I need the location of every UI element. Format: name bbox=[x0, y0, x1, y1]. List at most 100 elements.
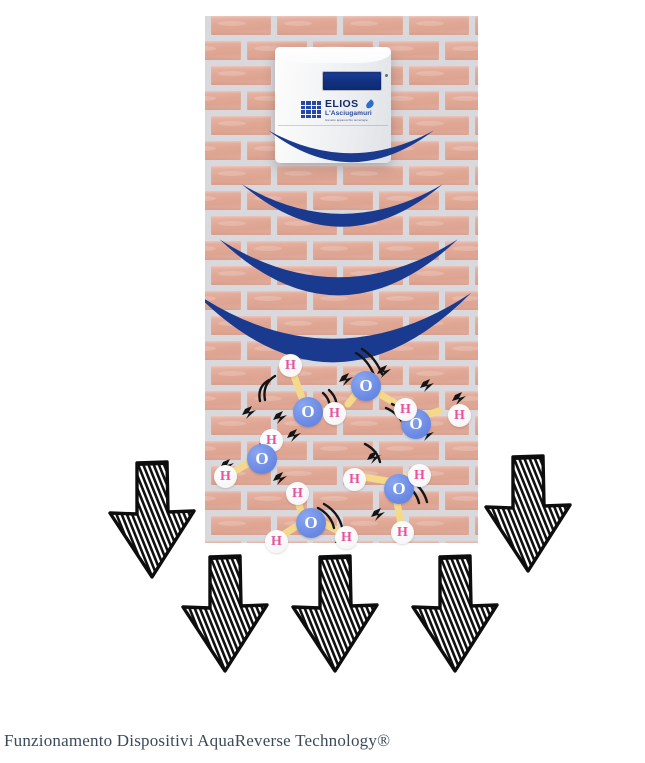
brick bbox=[313, 241, 373, 260]
brick bbox=[475, 166, 478, 185]
hydrogen-atom: H bbox=[214, 465, 237, 488]
brick bbox=[445, 91, 478, 110]
figure-caption: Funzionamento Dispositivi AquaReverse Te… bbox=[4, 731, 391, 750]
brick bbox=[475, 266, 478, 285]
hydrogen-atom: H bbox=[279, 354, 302, 377]
brick bbox=[205, 41, 241, 60]
brick bbox=[247, 241, 307, 260]
brick bbox=[211, 66, 271, 85]
brick bbox=[475, 416, 478, 435]
brick bbox=[379, 91, 439, 110]
brick bbox=[205, 141, 241, 160]
wave-arc-2 bbox=[241, 184, 443, 227]
wave-emission-group bbox=[205, 130, 472, 363]
brick bbox=[379, 41, 439, 60]
hydrogen-atom: H bbox=[265, 530, 288, 553]
brick bbox=[247, 291, 307, 310]
brick bbox=[277, 466, 337, 485]
wave-arc-3 bbox=[219, 239, 458, 296]
brick bbox=[205, 91, 241, 110]
wave-arc-4 bbox=[205, 292, 472, 363]
device-seam-line bbox=[278, 125, 388, 126]
brick bbox=[409, 66, 469, 85]
brick bbox=[475, 516, 478, 535]
down-arrow bbox=[108, 460, 196, 579]
brick bbox=[475, 366, 478, 385]
brick bbox=[247, 391, 307, 410]
down-arrow bbox=[181, 554, 269, 673]
brick bbox=[205, 191, 241, 210]
brick bbox=[445, 541, 478, 543]
logo-tagline: brevetto apparecchio tecnologia bbox=[325, 118, 368, 122]
brick bbox=[277, 16, 337, 35]
brick bbox=[343, 166, 403, 185]
hydrogen-atom: H bbox=[335, 526, 358, 549]
brick bbox=[409, 166, 469, 185]
brick bbox=[409, 366, 469, 385]
hydrogen-atom: H bbox=[408, 464, 431, 487]
brick bbox=[409, 266, 469, 285]
brick bbox=[205, 541, 241, 543]
brick bbox=[409, 216, 469, 235]
device-top-bezel bbox=[275, 47, 391, 63]
brick bbox=[475, 466, 478, 485]
brick bbox=[313, 191, 373, 210]
hydrogen-atom: H bbox=[391, 521, 414, 544]
brick bbox=[211, 416, 271, 435]
brick bbox=[445, 41, 478, 60]
logo-subtitle: L'Asciugamuri bbox=[325, 110, 372, 117]
brick bbox=[445, 491, 478, 510]
down-arrow bbox=[291, 554, 379, 673]
device-led-indicator bbox=[385, 74, 388, 77]
hydrogen-atom: H bbox=[343, 468, 366, 491]
oxygen-atom: O bbox=[293, 397, 323, 427]
brick bbox=[205, 391, 241, 410]
brick bbox=[379, 541, 439, 543]
oxygen-atom: O bbox=[351, 371, 381, 401]
brick-logo-icon bbox=[301, 101, 321, 118]
brick bbox=[343, 316, 403, 335]
brick bbox=[379, 241, 439, 260]
brick bbox=[205, 491, 241, 510]
oxygen-atom: O bbox=[247, 444, 277, 474]
brick bbox=[445, 141, 478, 160]
elios-logo: ELIOS L'Asciugamuri brevetto apparecchio… bbox=[301, 99, 377, 125]
brick bbox=[277, 316, 337, 335]
brick bbox=[313, 441, 373, 460]
brick bbox=[475, 216, 478, 235]
hydrogen-atom: H bbox=[394, 398, 417, 421]
hydrogen-atom: H bbox=[286, 482, 309, 505]
brick bbox=[313, 291, 373, 310]
brick bbox=[211, 516, 271, 535]
brick bbox=[475, 316, 478, 335]
brick bbox=[277, 166, 337, 185]
brick bbox=[343, 516, 403, 535]
brick bbox=[445, 441, 478, 460]
brick bbox=[445, 241, 478, 260]
brick bbox=[205, 341, 241, 360]
brick bbox=[475, 116, 478, 135]
brick bbox=[205, 441, 241, 460]
brick bbox=[379, 441, 439, 460]
brick bbox=[445, 341, 478, 360]
brick bbox=[211, 16, 271, 35]
device-display-screen bbox=[322, 71, 382, 91]
brick bbox=[211, 266, 271, 285]
brick bbox=[343, 416, 403, 435]
down-arrow bbox=[411, 554, 499, 673]
brick bbox=[409, 116, 469, 135]
hydrogen-atom: H bbox=[448, 404, 471, 427]
brick bbox=[211, 116, 271, 135]
brick bbox=[445, 191, 478, 210]
hydrogen-atom: H bbox=[323, 402, 346, 425]
wave-arcs bbox=[205, 130, 472, 363]
brick bbox=[379, 291, 439, 310]
brick bbox=[409, 516, 469, 535]
logo-text-block: ELIOS L'Asciugamuri brevetto apparecchio… bbox=[325, 99, 377, 123]
brick bbox=[205, 241, 241, 260]
down-arrow bbox=[484, 454, 572, 573]
brick bbox=[211, 216, 271, 235]
brick bbox=[343, 16, 403, 35]
brick bbox=[475, 16, 478, 35]
